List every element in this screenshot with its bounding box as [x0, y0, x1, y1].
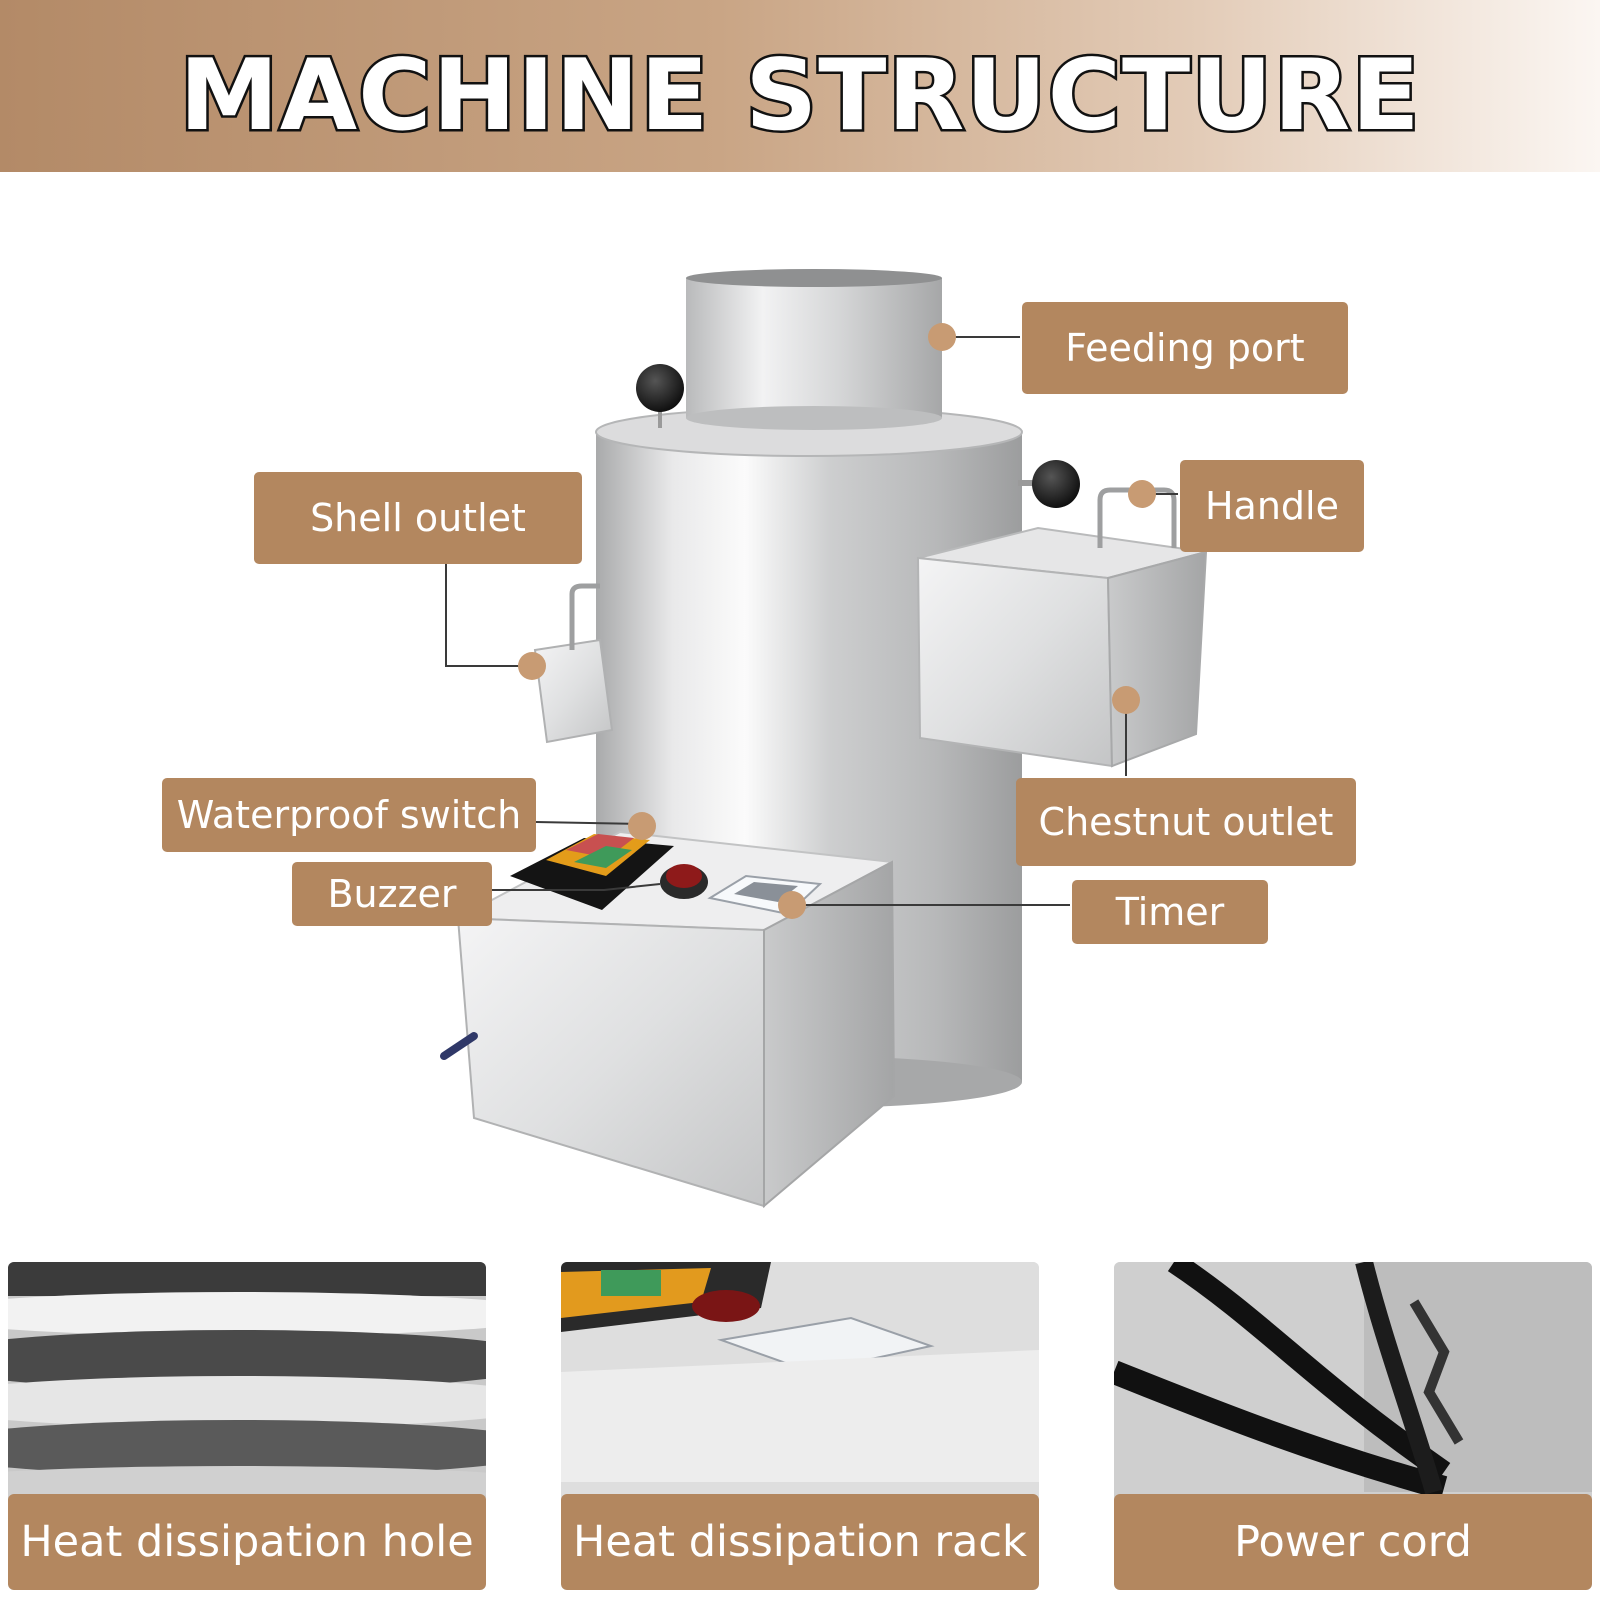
label-handle: Handle: [1180, 460, 1364, 552]
detail-label: Heat dissipation rack: [561, 1494, 1039, 1590]
callout-dots: [518, 323, 1156, 919]
shell-outlet-box: [533, 583, 614, 744]
label-chestnut-outlet: Chestnut outlet: [1016, 778, 1356, 866]
title-banner: MACHINE STRUCTURE: [0, 0, 1600, 172]
detail-label: Power cord: [1114, 1494, 1592, 1590]
knob-left: [636, 364, 684, 428]
detail-power-cord: Power cord: [1114, 1262, 1592, 1590]
label-buzzer: Buzzer: [292, 862, 492, 926]
detail-heat-dissipation-rack: Heat dissipation rack: [561, 1262, 1039, 1590]
feeding-port-cylinder: [686, 269, 942, 430]
buzzer: [660, 864, 708, 899]
label-waterproof-switch: Waterproof switch: [162, 778, 536, 852]
waterproof-switch: [510, 834, 674, 910]
detail-heat-dissipation-hole: Heat dissipation hole: [8, 1262, 486, 1590]
chestnut-outlet-box: [916, 487, 1208, 768]
page-title: MACHINE STRUCTURE: [177, 37, 1422, 156]
knob-right: [1018, 460, 1080, 508]
detail-label: Heat dissipation hole: [8, 1494, 486, 1590]
label-timer: Timer: [1072, 880, 1268, 944]
label-feeding-port: Feeding port: [1022, 302, 1348, 394]
power-cord: [440, 1032, 478, 1060]
label-shell-outlet: Shell outlet: [254, 472, 582, 564]
